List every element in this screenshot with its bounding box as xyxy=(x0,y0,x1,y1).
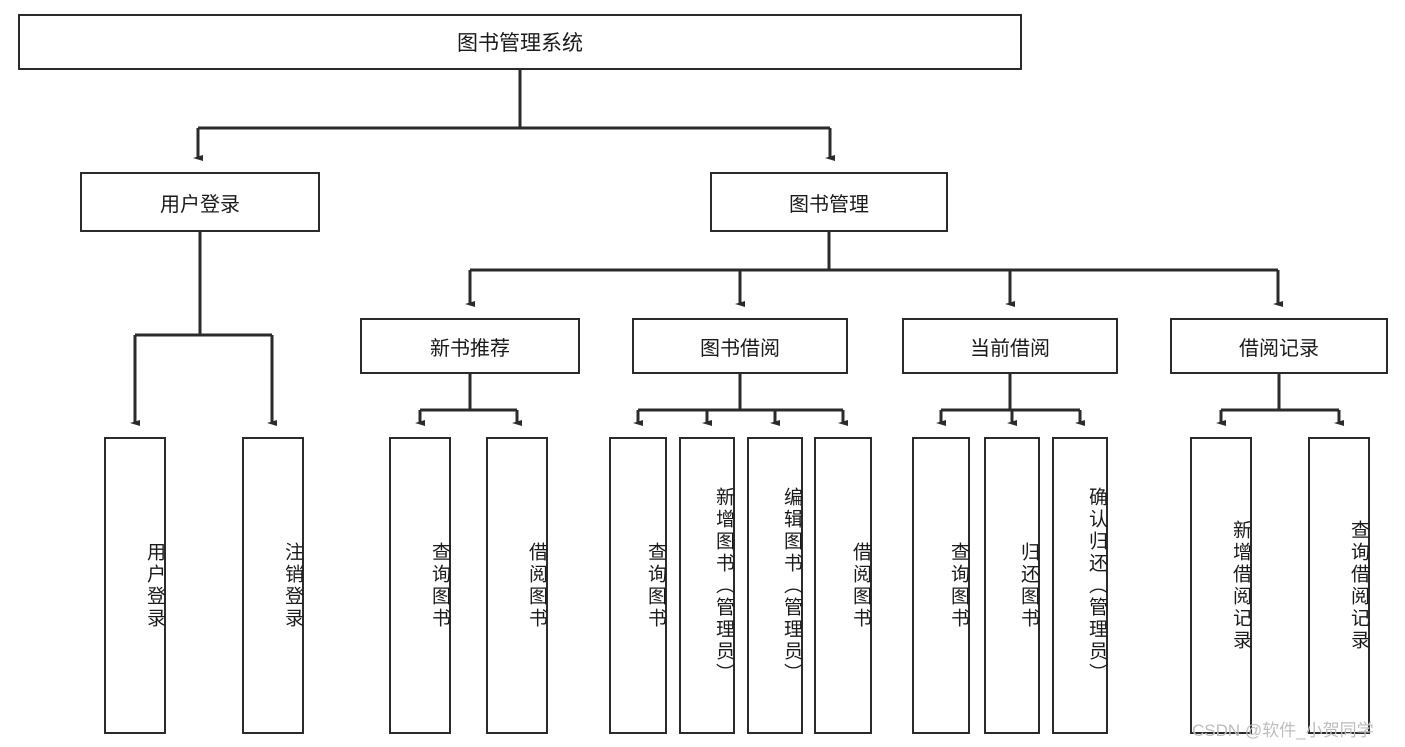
leaf-confirm-return-admin-label: 确认归还（管理员） xyxy=(1086,486,1107,685)
node-current-borrow[interactable]: 当前借阅 xyxy=(902,318,1118,374)
node-root[interactable]: 图书管理系统 xyxy=(18,14,1022,70)
node-new-book-recommend-label: 新书推荐 xyxy=(430,337,510,360)
leaf-borrow-book-recommend-label: 借阅图书 xyxy=(526,541,547,630)
node-root-label: 图书管理系统 xyxy=(457,32,583,55)
csdn-watermark: CSDN @软件_小贺同学 xyxy=(1192,721,1374,740)
leaf-query-book-current[interactable]: 查询图书 xyxy=(912,437,970,734)
leaf-logout[interactable]: 注销登录 xyxy=(242,437,304,734)
leaf-borrow-book[interactable]: 借阅图书 xyxy=(814,437,872,734)
node-user-login[interactable]: 用户登录 xyxy=(80,172,320,232)
node-book-manage[interactable]: 图书管理 xyxy=(710,172,948,232)
leaf-borrow-book-recommend[interactable]: 借阅图书 xyxy=(486,437,548,734)
node-book-borrow[interactable]: 图书借阅 xyxy=(632,318,848,374)
leaf-borrow-book-label: 借阅图书 xyxy=(850,541,871,630)
node-book-manage-label: 图书管理 xyxy=(789,193,869,216)
leaf-logout-label: 注销登录 xyxy=(282,541,303,630)
leaf-query-borrow-record-label: 查询借阅记录 xyxy=(1348,519,1369,652)
leaf-edit-book-admin[interactable]: 编辑图书（管理员） xyxy=(747,437,803,734)
leaf-query-book-current-label: 查询图书 xyxy=(948,541,969,630)
leaf-add-book-admin[interactable]: 新增图书（管理员） xyxy=(679,437,735,734)
leaf-confirm-return-admin[interactable]: 确认归还（管理员） xyxy=(1052,437,1108,734)
leaf-user-login[interactable]: 用户登录 xyxy=(104,437,166,734)
node-borrow-record-label: 借阅记录 xyxy=(1239,337,1319,360)
leaf-add-borrow-record[interactable]: 新增借阅记录 xyxy=(1190,437,1252,734)
node-current-borrow-label: 当前借阅 xyxy=(970,337,1050,360)
node-borrow-record[interactable]: 借阅记录 xyxy=(1170,318,1388,374)
leaf-return-book[interactable]: 归还图书 xyxy=(984,437,1040,734)
leaf-query-book-borrow[interactable]: 查询图书 xyxy=(609,437,667,734)
leaf-query-book-borrow-label: 查询图书 xyxy=(645,541,666,630)
node-user-login-label: 用户登录 xyxy=(160,193,240,216)
leaf-query-borrow-record[interactable]: 查询借阅记录 xyxy=(1308,437,1370,734)
leaf-query-book-recommend-label: 查询图书 xyxy=(429,541,450,630)
leaf-query-book-recommend[interactable]: 查询图书 xyxy=(389,437,451,734)
leaf-edit-book-admin-label: 编辑图书（管理员） xyxy=(781,486,802,685)
leaf-add-book-admin-label: 新增图书（管理员） xyxy=(713,486,734,685)
leaf-user-login-label: 用户登录 xyxy=(144,541,165,630)
leaf-add-borrow-record-label: 新增借阅记录 xyxy=(1230,519,1251,652)
node-new-book-recommend[interactable]: 新书推荐 xyxy=(360,318,580,374)
leaf-return-book-label: 归还图书 xyxy=(1018,541,1039,630)
node-book-borrow-label: 图书借阅 xyxy=(700,337,780,360)
